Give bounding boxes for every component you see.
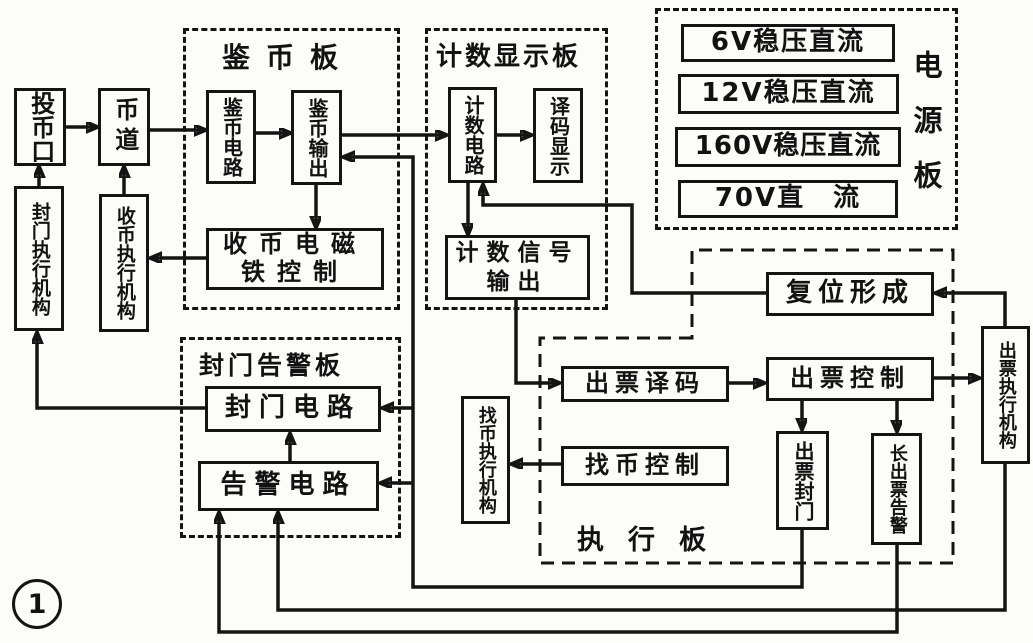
block-coin-check-output: 鉴币输出 bbox=[291, 90, 342, 185]
block-ticket-actuator: 出票执行机构 bbox=[981, 326, 1030, 464]
block-ticket-door-seal: 出票封门 bbox=[776, 431, 829, 530]
wire-reset-to-count-circuit bbox=[483, 185, 766, 295]
block-coin-channel: 币道 bbox=[98, 88, 150, 166]
block-coin-collect-actuator: 收币执行机构 bbox=[99, 194, 149, 332]
board-outline-execution bbox=[538, 248, 955, 565]
wire-long-ticket-alarm-to-alarm-circuit bbox=[219, 513, 899, 634]
board-label-coin-check: 鉴币板 bbox=[222, 41, 355, 74]
block-power-6v: 6V稳压直流 bbox=[681, 24, 895, 62]
board-label-execution: 执行板 bbox=[577, 525, 730, 556]
board-power bbox=[655, 8, 958, 230]
board-label-counter-display: 计数显示板 bbox=[436, 42, 582, 72]
block-power-160v: 160V稳压直流 bbox=[675, 127, 901, 167]
block-door-seal-actuator: 封门执行机构 bbox=[14, 186, 64, 331]
board-door-alarm bbox=[180, 337, 401, 538]
wire-ticket-door-seal-bus bbox=[344, 157, 804, 589]
block-count-circuit: 计数电路 bbox=[448, 87, 497, 183]
block-power-12v: 12V稳压直流 bbox=[678, 74, 899, 114]
figure-number: 1 bbox=[27, 588, 47, 620]
wire-doorseal-circuit-to-doorseal-actuator bbox=[37, 333, 205, 410]
block-ticket-control: 出票控制 bbox=[766, 357, 934, 401]
wire-ticket-actuator-to-alarm-circuit bbox=[278, 464, 1007, 612]
board-label-power: 电源板 bbox=[909, 50, 943, 215]
block-alarm-circuit: 告警电路 bbox=[198, 461, 379, 511]
wire-ticket-actuator-to-reset bbox=[936, 293, 1007, 326]
block-count-signal-output: 计数信号输出 bbox=[445, 235, 590, 300]
figure-number-badge: 1 bbox=[12, 579, 62, 629]
block-decode-display: 译码显示 bbox=[533, 88, 583, 183]
block-reset-forming: 复位形成 bbox=[766, 272, 934, 316]
board-coin-check bbox=[183, 28, 400, 310]
block-coin-magnet-control: 收币电磁铁控制 bbox=[206, 228, 384, 290]
block-coin-check-circuit: 鉴币电路 bbox=[206, 90, 256, 184]
block-door-seal-circuit: 封门电路 bbox=[205, 386, 381, 432]
block-power-70v: 70V直 流 bbox=[678, 180, 898, 218]
block-coin-slot: 投币口 bbox=[14, 88, 66, 166]
block-ticket-decode: 出票译码 bbox=[561, 366, 729, 402]
board-label-door-alarm: 封门告警板 bbox=[199, 351, 345, 380]
wire-count-signal-to-ticket-decode bbox=[514, 300, 559, 383]
block-long-ticket-alarm: 长出票告警 bbox=[871, 433, 922, 545]
block-change-control: 找币控制 bbox=[561, 446, 729, 486]
block-change-actuator: 找币执行机构 bbox=[461, 396, 510, 524]
